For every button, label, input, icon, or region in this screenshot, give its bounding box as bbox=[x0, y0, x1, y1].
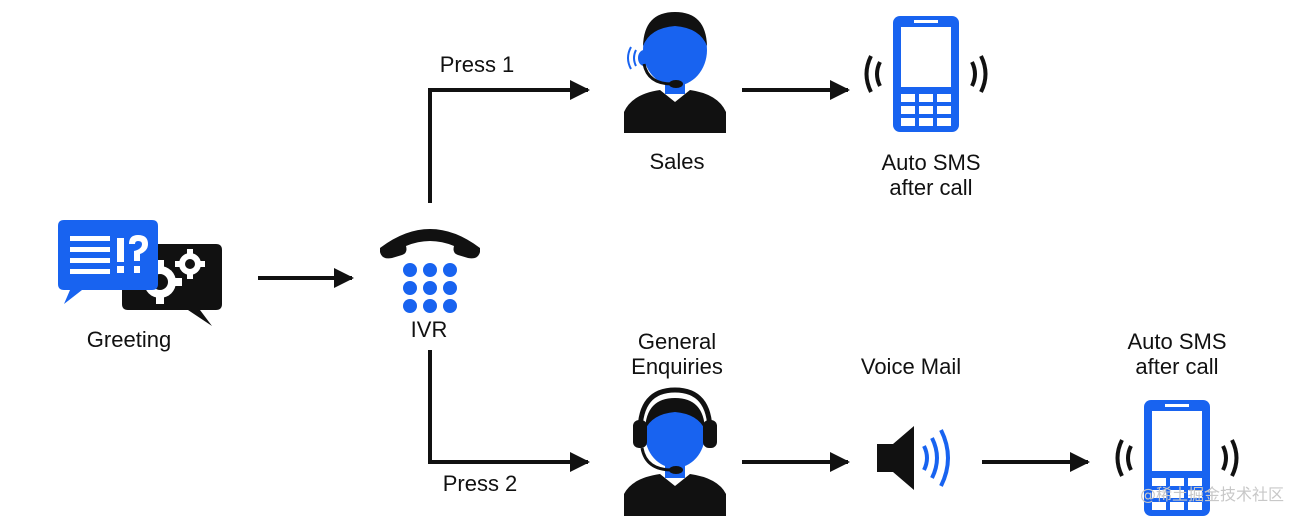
node-label-sms-top-line1: Auto SMS bbox=[881, 150, 980, 175]
edge-label-press-1: Press 1 bbox=[440, 52, 515, 77]
node-label-ivr: IVR bbox=[411, 317, 448, 342]
arrow-ivr-to-general bbox=[428, 350, 590, 472]
node-label-sales: Sales bbox=[649, 149, 704, 174]
chat-bubbles-gear-icon bbox=[58, 220, 222, 326]
speaker-icon bbox=[877, 426, 950, 490]
agent-headphones-icon bbox=[624, 387, 726, 516]
node-label-greeting: Greeting bbox=[87, 327, 171, 352]
node-label-sms-bottom-line1: Auto SMS bbox=[1127, 329, 1226, 354]
watermark: @稀土掘金技术社区 bbox=[1140, 485, 1284, 504]
node-label-sms-top-line2: after call bbox=[889, 175, 972, 200]
agent-headset-icon bbox=[624, 12, 726, 133]
node-label-sms-bottom-line2: after call bbox=[1135, 354, 1218, 379]
arrow-ivr-to-sales bbox=[428, 80, 590, 203]
edge-label-press-2: Press 2 bbox=[443, 471, 518, 496]
node-label-general-line2: Enquiries bbox=[631, 354, 723, 379]
node-label-voicemail: Voice Mail bbox=[861, 354, 961, 379]
node-label-general-line1: General bbox=[638, 329, 716, 354]
ringing-phone-icon bbox=[1115, 400, 1239, 516]
ringing-phone-icon bbox=[864, 16, 988, 132]
telephone-keypad-icon bbox=[380, 229, 480, 313]
